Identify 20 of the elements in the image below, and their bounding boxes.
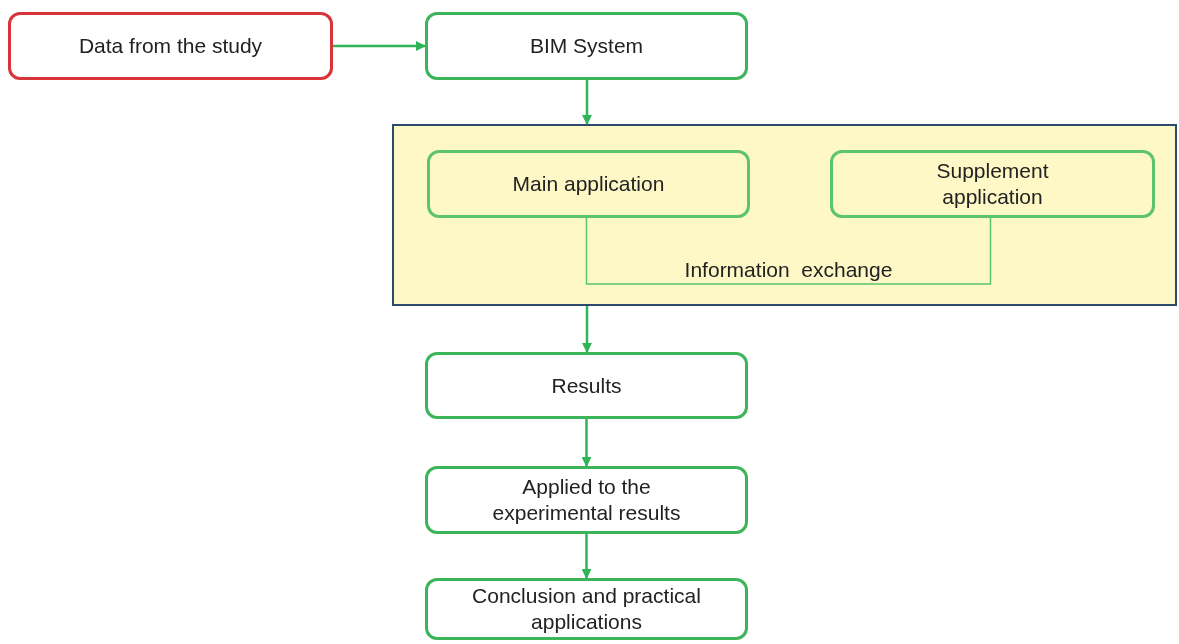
box-text: Applied to the experimental results xyxy=(491,474,682,526)
process-box xyxy=(8,12,333,80)
arrow xyxy=(581,419,592,467)
process-box xyxy=(425,352,748,419)
process-box xyxy=(425,12,748,80)
box-text: Data from the study xyxy=(78,33,263,59)
arrow xyxy=(333,41,426,51)
process-box xyxy=(425,578,748,640)
group-panel xyxy=(392,124,1177,306)
process-box xyxy=(425,466,748,534)
box-text: Results xyxy=(551,372,622,399)
arrow xyxy=(582,80,592,125)
box-text: Supplement application xyxy=(935,158,1050,210)
process-box xyxy=(830,150,1155,218)
arrow xyxy=(582,306,592,353)
process-box xyxy=(427,150,750,218)
box-text: Conclusion and practical applications xyxy=(471,583,702,635)
box-text: Main application xyxy=(512,171,665,197)
arrow xyxy=(581,534,592,579)
box-text: BIM System xyxy=(529,33,644,59)
